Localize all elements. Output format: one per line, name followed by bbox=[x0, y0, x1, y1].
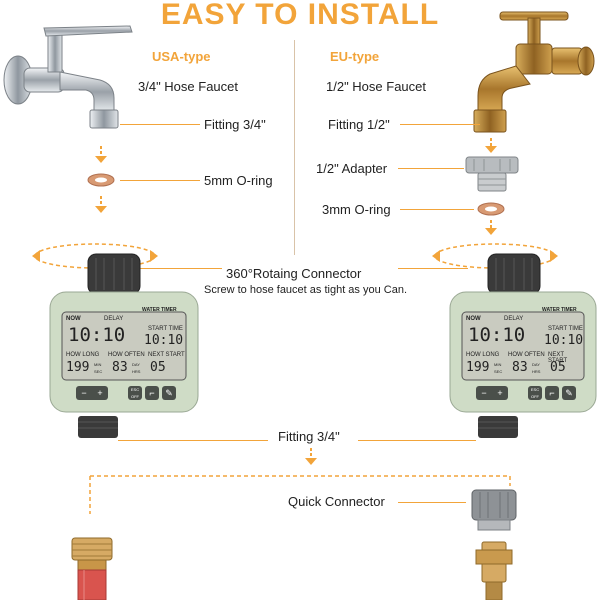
esc-label: ESC bbox=[530, 387, 540, 392]
timer-body-shape bbox=[449, 253, 597, 438]
page-title: EASY TO INSTALL bbox=[160, 0, 440, 31]
usa-fitting-label: Fitting 3/4" bbox=[204, 117, 266, 132]
bottom-fitting-label: Fitting 3/4" bbox=[278, 429, 340, 444]
eu-rotate-ring-icon bbox=[432, 243, 558, 269]
water-timer-usa: WATER TIMER NOW DELAY START TIME 10:10 1… bbox=[48, 250, 200, 440]
quick-connector-icon bbox=[471, 489, 517, 600]
lcd-now-label: NOW bbox=[66, 316, 81, 322]
connector-right-line bbox=[398, 268, 468, 269]
lcd-how-often-label: HOW OFTEN bbox=[108, 352, 145, 358]
dashed-bracket bbox=[89, 475, 511, 514]
lcd-start-time-label: START TIME bbox=[548, 326, 583, 332]
lcd-next-start-label: NEXT START bbox=[548, 352, 568, 364]
eu-faucet-label: 1/2" Hose Faucet bbox=[326, 79, 427, 94]
quick-connector-label: Quick Connector bbox=[288, 494, 385, 509]
esc-off-button[interactable]: ESC OFF bbox=[128, 386, 142, 400]
chrome-faucet-icon bbox=[3, 25, 133, 129]
center-divider bbox=[294, 40, 295, 255]
lcd-how-long-label: HOW LONG bbox=[66, 352, 100, 358]
lcd-how-often-label: HOW OFTEN bbox=[508, 352, 545, 358]
lcd-time-now: 10:10 bbox=[68, 324, 126, 346]
minus-plus-buttons[interactable]: − + bbox=[76, 386, 108, 400]
lcd-often-value: 83 bbox=[112, 360, 128, 375]
eu-fitting-line bbox=[400, 124, 480, 125]
lcd-unit-day: DAY bbox=[532, 362, 540, 367]
esc-label: ESC bbox=[130, 387, 140, 392]
off-label: OFF bbox=[531, 394, 539, 399]
minus-button[interactable]: − bbox=[481, 388, 487, 398]
plus-button[interactable]: + bbox=[97, 388, 103, 398]
lcd-unit-day: DAY bbox=[132, 362, 140, 367]
eu-adapter-line bbox=[398, 168, 464, 169]
usa-oring-label: 5mm O-ring bbox=[204, 173, 273, 188]
eu-oring-label: 3mm O-ring bbox=[322, 202, 391, 217]
lcd-delay-label: DELAY bbox=[104, 316, 124, 322]
lcd-delay-label: DELAY bbox=[504, 316, 524, 322]
timer-brand: WATER TIMER bbox=[142, 307, 177, 313]
eu-adapter-label: 1/2" Adapter bbox=[316, 161, 388, 176]
eu-type-label: EU-type bbox=[330, 49, 380, 64]
lcd-unit-hrs: HRS bbox=[532, 369, 541, 374]
timer-body-shape bbox=[49, 253, 199, 438]
lcd-unit-sec: SEC bbox=[94, 369, 103, 374]
lcd-often-value: 83 bbox=[512, 360, 528, 375]
plus-button[interactable]: + bbox=[497, 388, 503, 398]
manual-button-icon[interactable]: ✎ bbox=[562, 386, 576, 400]
water-timer-eu: WATER TIMER NOW DELAY START TIME 10:10 1… bbox=[448, 250, 600, 440]
eu-oring-line bbox=[400, 209, 474, 210]
manual-button-icon[interactable]: ✎ bbox=[162, 386, 176, 400]
lcd-start-time-label: START TIME bbox=[148, 326, 183, 332]
timer-lcd: NOW DELAY START TIME 10:10 10:10 HOW LON… bbox=[62, 312, 186, 380]
connector-note: Screw to hose faucet as tight as you Can… bbox=[204, 284, 408, 296]
usa-oring-line bbox=[120, 180, 200, 181]
bottom-fitting-line-left bbox=[118, 440, 268, 441]
usa-fitting-line bbox=[120, 124, 200, 125]
off-label: OFF bbox=[131, 394, 139, 399]
adapter-icon bbox=[465, 156, 519, 192]
timer-lcd: NOW DELAY START TIME 10:10 10:10 HOW LON… bbox=[462, 312, 584, 380]
usa-rotate-ring-icon bbox=[32, 243, 158, 269]
lcd-how-long-label: HOW LONG bbox=[466, 352, 500, 358]
lcd-now-label: NOW bbox=[466, 316, 481, 322]
quick-connector-line bbox=[398, 502, 466, 503]
eu-fitting-label: Fitting 1/2" bbox=[328, 117, 390, 132]
eu-down-arrow-2-icon bbox=[485, 220, 497, 235]
usa-oring-icon bbox=[87, 173, 115, 187]
lcd-unit-hrs: HRS bbox=[132, 369, 141, 374]
eu-down-arrow-1-icon bbox=[485, 138, 497, 153]
lcd-next-value: 05 bbox=[550, 360, 566, 375]
lcd-next-start-label: NEXT START bbox=[148, 352, 185, 358]
usa-faucet-label: 3/4" Hose Faucet bbox=[138, 79, 239, 94]
connector-title: 360°Rotaing Connector bbox=[226, 266, 362, 281]
lcd-long-value: 199 bbox=[66, 360, 90, 375]
lcd-time-now: 10:10 bbox=[468, 324, 526, 346]
lcd-next-value: 05 bbox=[150, 360, 166, 375]
lcd-unit-min: MIN bbox=[94, 362, 102, 367]
timer-brand: WATER TIMER bbox=[542, 307, 577, 313]
bottom-down-arrow-icon bbox=[305, 448, 317, 465]
brass-faucet-icon bbox=[473, 11, 595, 133]
lcd-time-start: 10:10 bbox=[544, 333, 584, 348]
eu-oring-icon bbox=[477, 202, 505, 216]
esc-off-button[interactable]: ESC OFF bbox=[528, 386, 542, 400]
hose-end-icon bbox=[71, 537, 113, 600]
minus-plus-buttons[interactable]: − + bbox=[476, 386, 508, 400]
minus-button[interactable]: − bbox=[81, 388, 87, 398]
lcd-long-value: 199 bbox=[466, 360, 490, 375]
lcd-unit-sec: SEC bbox=[494, 369, 503, 374]
bottom-fitting-line-right bbox=[358, 440, 476, 441]
usa-type-label: USA-type bbox=[152, 49, 211, 64]
faucet-button-icon[interactable]: ⌐ bbox=[545, 386, 559, 400]
faucet-button-icon[interactable]: ⌐ bbox=[145, 386, 159, 400]
lcd-time-start: 10:10 bbox=[144, 333, 184, 348]
connector-left-line bbox=[132, 268, 222, 269]
usa-down-arrows-icon bbox=[95, 146, 107, 213]
lcd-unit-min: MIN bbox=[494, 362, 502, 367]
